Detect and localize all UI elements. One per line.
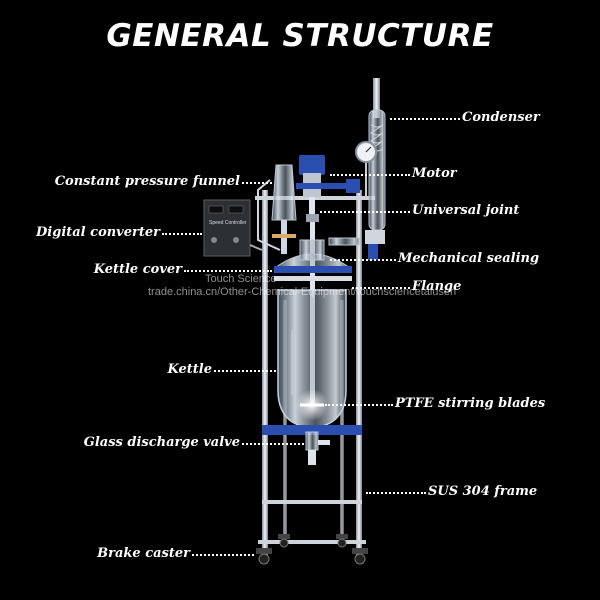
leader-universal-joint xyxy=(320,211,410,213)
caster-left xyxy=(256,548,272,565)
frame-post-back-left xyxy=(283,300,287,540)
kettle-cover xyxy=(273,237,360,281)
label-kettle: Kettle xyxy=(167,362,212,377)
leader-mechanical-sealing xyxy=(330,259,396,261)
label-universal-joint: Universal joint xyxy=(412,203,520,218)
label-discharge-valve: Glass discharge valve xyxy=(83,435,240,450)
caster-back-left xyxy=(278,534,290,548)
leader-flange xyxy=(352,287,410,289)
leader-kettle-cover xyxy=(184,270,272,272)
discharge-valve xyxy=(262,425,362,465)
leader-brake-caster xyxy=(192,554,254,556)
frame-crossbar-bottom xyxy=(262,500,362,504)
leader-condenser xyxy=(390,118,460,120)
leader-discharge-valve xyxy=(242,443,304,445)
frame-post-back-right xyxy=(340,300,344,540)
label-brake-caster: Brake caster xyxy=(97,546,190,561)
caster-back-right xyxy=(336,534,348,548)
leader-digital-converter xyxy=(162,233,202,235)
caster-right xyxy=(352,548,368,565)
label-condenser: Condenser xyxy=(462,110,540,125)
watermark-line-2: trade.china.cn/Other-Chemical-Equipment/… xyxy=(148,286,457,298)
condenser xyxy=(365,78,386,260)
page-title: GENERAL STRUCTURE xyxy=(106,18,494,54)
leader-sus-frame xyxy=(366,492,426,494)
label-kettle-cover: Kettle cover xyxy=(93,262,182,277)
funnel xyxy=(257,164,297,254)
label-constant-funnel: Constant pressure funnel xyxy=(54,174,240,189)
kettle-vessel xyxy=(277,289,347,429)
watermark-line-1: Touch Science xyxy=(205,273,277,285)
frame-crossbar-base xyxy=(258,540,366,544)
pressure-gauge xyxy=(355,141,377,200)
leader-kettle xyxy=(214,370,276,372)
label-motor: Motor xyxy=(412,166,457,181)
frame-post-left xyxy=(262,190,268,560)
leader-ptfe-blades xyxy=(325,404,393,406)
frame-post-right xyxy=(356,190,362,560)
controller-caption: Speed Controller xyxy=(209,220,247,226)
label-ptfe-blades: PTFE stirring blades xyxy=(395,396,546,411)
label-flange: Flange xyxy=(412,279,462,294)
label-digital-converter: Digital converter xyxy=(36,225,160,240)
motor xyxy=(296,155,360,217)
digital-converter xyxy=(203,199,263,257)
label-sus-frame: SUS 304 frame xyxy=(428,484,538,499)
label-mechanical-sealing: Mechanical sealing xyxy=(398,251,540,266)
leader-motor xyxy=(330,174,410,176)
leader-constant-funnel xyxy=(242,182,272,184)
